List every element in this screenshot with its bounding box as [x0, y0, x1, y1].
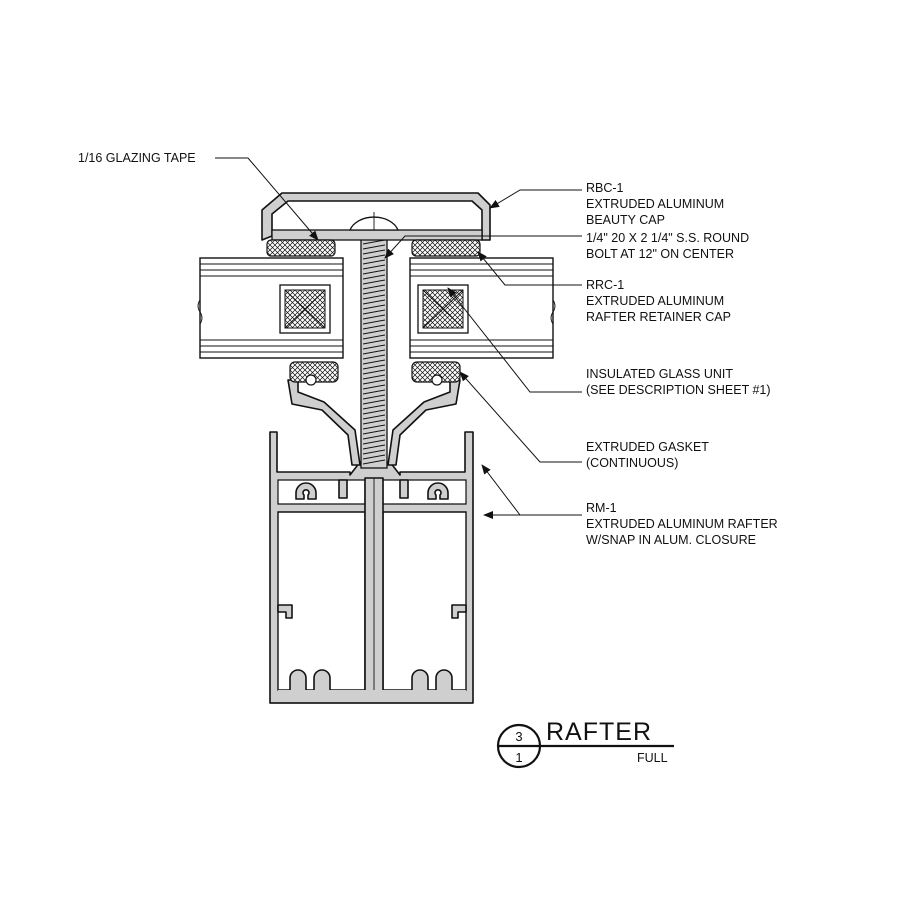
bolt-thread: [362, 269, 386, 275]
retainer-cap-rrc1: [287, 361, 461, 466]
bolt-thread: [362, 259, 386, 265]
bolt-thread: [362, 329, 386, 335]
detail-number: 3: [515, 729, 522, 744]
bolt-thread: [362, 459, 386, 465]
insulated-glass-unit-left: [197, 257, 344, 359]
bolt-thread: [362, 339, 386, 345]
bolt-thread: [362, 379, 386, 385]
callout-bolt-line2: BOLT AT 12" ON CENTER: [586, 247, 734, 261]
bolt-thread: [362, 334, 386, 340]
bolt-thread: [362, 284, 386, 290]
ss-round-bolt: [360, 227, 388, 469]
bolt-thread: [362, 344, 386, 350]
bolt-thread: [362, 289, 386, 295]
bolt-thread: [362, 314, 386, 320]
bolt-thread: [362, 239, 386, 245]
bolt-thread: [362, 324, 386, 330]
callout-retainer-cap-line3: RAFTER RETAINER CAP: [586, 310, 731, 324]
leader-lines: [215, 157, 582, 519]
bolt-thread: [362, 349, 386, 355]
bolt-thread: [362, 434, 386, 440]
bolt-thread: [362, 409, 386, 415]
callout-glazing-tape: 1/16 GLAZING TAPE: [78, 151, 196, 165]
bolt-thread: [362, 384, 386, 390]
bolt-thread: [362, 364, 386, 370]
callout-glass-unit-line2: (SEE DESCRIPTION SHEET #1): [586, 383, 771, 397]
insulated-glass-unit-right: [409, 257, 556, 359]
callout-gasket-line1: EXTRUDED GASKET: [586, 440, 709, 454]
bolt-thread: [362, 304, 386, 310]
bolt-thread: [362, 394, 386, 400]
bolt-thread: [362, 299, 386, 305]
bolt-thread: [362, 369, 386, 375]
bolt-thread: [362, 449, 386, 455]
bolt-thread: [362, 419, 386, 425]
bolt-thread: [362, 404, 386, 410]
callout-retainer-cap-line2: EXTRUDED ALUMINUM: [586, 294, 724, 308]
callout-beauty-cap-line3: BEAUTY CAP: [586, 213, 665, 227]
bolt-thread: [362, 319, 386, 325]
beauty-cap-rbc1: [261, 192, 491, 257]
detail-title: RAFTER: [546, 718, 652, 746]
bolt-thread: [362, 444, 386, 450]
detail-title-block: 3 1 RAFTER FULL: [496, 718, 674, 769]
bolt-thread: [362, 429, 386, 435]
glazing-tape-right: [411, 239, 481, 257]
bolt-thread: [362, 389, 386, 395]
bolt-thread: [362, 294, 386, 300]
bolt-thread: [362, 414, 386, 420]
sheet-number: 1: [515, 750, 522, 765]
callout-bolt-line1: 1/4" 20 X 2 1/4" S.S. ROUND: [586, 231, 749, 245]
callout-gasket-line2: (CONTINUOUS): [586, 456, 678, 470]
bolt-thread: [362, 374, 386, 380]
callout-rafter-line3: W/SNAP IN ALUM. CLOSURE: [586, 533, 756, 547]
bolt-thread: [362, 264, 386, 270]
glazing-tape-left: [266, 239, 336, 257]
bolt-thread: [362, 244, 386, 250]
bolt-thread: [362, 454, 386, 460]
bolt-thread: [362, 439, 386, 445]
rafter-mullion: [269, 431, 474, 704]
callout-beauty-cap-line2: EXTRUDED ALUMINUM: [586, 197, 724, 211]
callout-beauty-cap-code: RBC-1: [586, 181, 624, 195]
bolt-thread: [362, 249, 386, 255]
bolt-thread: [362, 279, 386, 285]
bolt-thread: [362, 274, 386, 280]
bolt-thread: [362, 424, 386, 430]
detail-scale: FULL: [637, 751, 668, 765]
bolt-thread: [362, 309, 386, 315]
callout-retainer-cap-code: RRC-1: [586, 278, 624, 292]
callout-glass-unit-line1: INSULATED GLASS UNIT: [586, 367, 733, 381]
bolt-thread: [362, 254, 386, 260]
bolt-thread: [362, 354, 386, 360]
bolt-thread: [362, 399, 386, 405]
callout-rafter-line2: EXTRUDED ALUMINUM RAFTER: [586, 517, 778, 531]
bolt-thread: [362, 359, 386, 365]
callout-rafter-code: RM-1: [586, 501, 617, 515]
